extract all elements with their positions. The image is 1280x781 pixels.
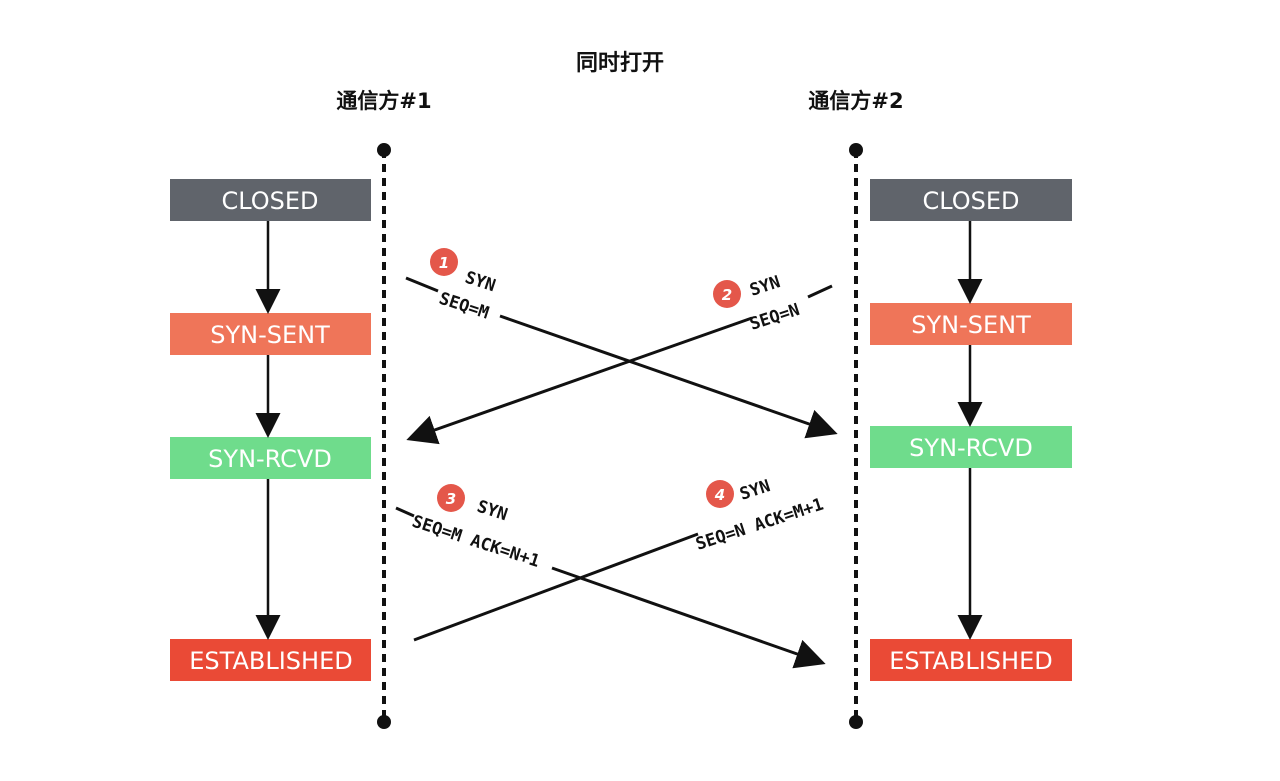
right-state-syn-rcvd: SYN-RCVD xyxy=(870,426,1072,468)
diagram-title: 同时打开 xyxy=(576,51,664,76)
timeline-right xyxy=(849,143,863,729)
message-4-line xyxy=(413,532,699,642)
right-state-established-label: ESTABLISHED xyxy=(889,647,1052,675)
message-2-flag: SYN xyxy=(747,272,782,301)
message-2: 2 SYN SEQ=N xyxy=(713,272,802,335)
message-1: 1 SYN SEQ=M xyxy=(430,248,498,324)
right-state-closed: CLOSED xyxy=(870,179,1072,221)
message-1-badge: 1 xyxy=(439,254,449,272)
party-right-label: 通信方#2 xyxy=(808,89,903,113)
left-state-syn-rcvd-label: SYN-RCVD xyxy=(208,445,332,473)
right-state-established: ESTABLISHED xyxy=(870,639,1072,681)
message-4: 4 SYN SEQ=N ACK=M+1 xyxy=(693,476,826,555)
message-3: 3 SYN SEQ=M ACK=N+1 xyxy=(409,484,542,572)
message-1-arrow xyxy=(499,314,838,439)
message-4-badge: 4 xyxy=(714,486,725,504)
message-2-arrow xyxy=(406,316,753,445)
message-1-seq: SEQ=M xyxy=(436,289,491,324)
left-state-established: ESTABLISHED xyxy=(170,639,371,681)
message-3-arrow xyxy=(551,566,826,669)
message-3-badge: 3 xyxy=(446,490,456,508)
party-left-label: 通信方#1 xyxy=(336,89,431,113)
message-2-seq: SEQ=N xyxy=(747,300,802,335)
right-state-syn-sent: SYN-SENT xyxy=(870,303,1072,345)
right-state-closed-label: CLOSED xyxy=(922,187,1019,215)
left-state-syn-sent-label: SYN-SENT xyxy=(210,321,330,349)
left-state-syn-rcvd: SYN-RCVD xyxy=(170,437,371,479)
left-state-established-label: ESTABLISHED xyxy=(189,647,352,675)
left-state-syn-sent: SYN-SENT xyxy=(170,313,371,355)
message-1-flag: SYN xyxy=(462,268,497,297)
message-3-flag: SYN xyxy=(474,497,509,526)
message-3-line-start xyxy=(395,506,415,518)
message-2-badge: 2 xyxy=(722,286,732,304)
right-state-syn-sent-label: SYN-SENT xyxy=(911,311,1031,339)
message-2-line-start xyxy=(807,284,833,299)
message-3-seq: SEQ=M ACK=N+1 xyxy=(409,512,542,572)
message-1-line-start xyxy=(405,276,439,293)
right-state-syn-rcvd-label: SYN-RCVD xyxy=(909,434,1033,462)
left-state-closed: CLOSED xyxy=(170,179,371,221)
message-4-flag: SYN xyxy=(737,476,772,505)
left-state-closed-label: CLOSED xyxy=(221,187,318,215)
timeline-left xyxy=(377,143,391,729)
